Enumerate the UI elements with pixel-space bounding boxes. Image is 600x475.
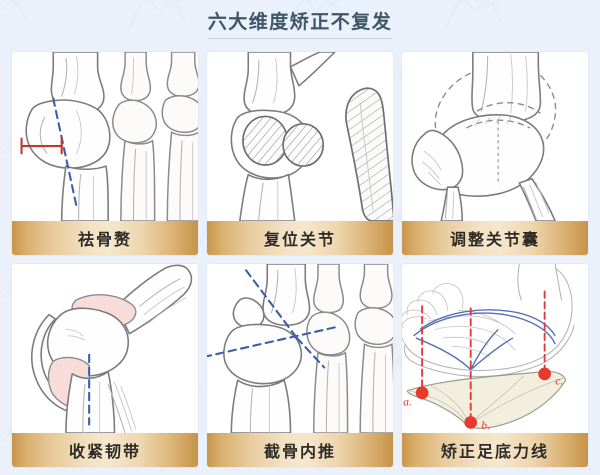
force-point-a-label: a. bbox=[403, 396, 412, 409]
card-5-osteotomy[interactable]: 截骨内推 bbox=[207, 264, 393, 467]
figure-osteotomy-translation bbox=[207, 264, 393, 433]
figure-joint-reduction bbox=[207, 52, 393, 221]
force-point-c-label: c. bbox=[555, 374, 563, 387]
card-5-label: 截骨内推 bbox=[207, 433, 393, 467]
card-1-exostosis[interactable]: 祛骨赘 bbox=[12, 52, 198, 255]
force-point-b-label: b. bbox=[481, 419, 490, 432]
card-3-capsule[interactable]: 调整关节囊 bbox=[402, 52, 588, 255]
card-1-label: 祛骨赘 bbox=[12, 221, 198, 255]
page-title: 六大维度矫正不复发 bbox=[207, 12, 393, 40]
dimension-card-grid: 祛骨赘 bbox=[12, 52, 588, 467]
force-point-b bbox=[464, 416, 478, 429]
header: 六大维度矫正不复发 bbox=[0, 0, 600, 52]
card-4-ligament[interactable]: 收紧韧带 bbox=[12, 264, 198, 467]
figure-plantar-force-line: a. b. c. bbox=[402, 264, 588, 433]
figure-capsule-adjustment bbox=[402, 52, 588, 221]
figure-exostosis-removal bbox=[12, 52, 198, 221]
card-3-label: 调整关节囊 bbox=[402, 221, 588, 255]
card-2-label: 复位关节 bbox=[207, 221, 393, 255]
card-2-joint-reduction[interactable]: 复位关节 bbox=[207, 52, 393, 255]
card-6-plantar-force-line[interactable]: a. b. c. 矫正足底力线 bbox=[402, 264, 588, 467]
card-4-label: 收紧韧带 bbox=[12, 433, 198, 467]
card-6-label: 矫正足底力线 bbox=[402, 433, 588, 467]
figure-ligament-tightening bbox=[12, 264, 198, 433]
force-point-a bbox=[415, 386, 429, 400]
force-point-c bbox=[538, 367, 551, 381]
